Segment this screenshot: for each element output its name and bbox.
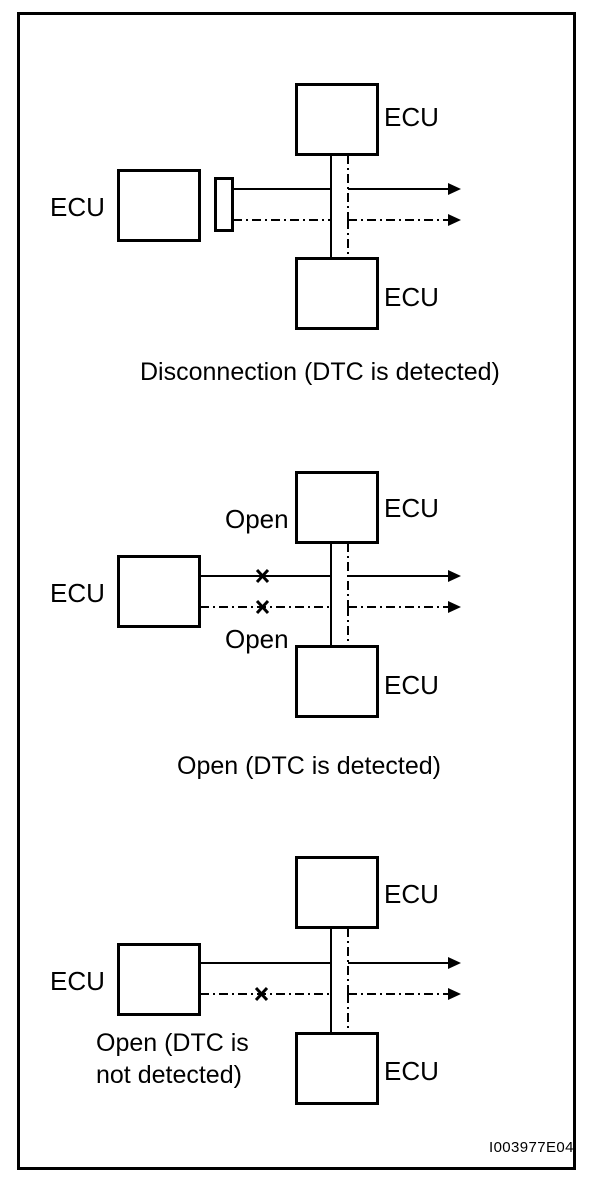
solid-bus-arrowhead xyxy=(448,183,461,195)
left-ecu-label: ECU xyxy=(50,966,105,996)
diagram-open-not-detected: ECU ECU ECU xyxy=(50,856,461,1105)
top-ecu-label: ECU xyxy=(384,879,439,909)
solid-bus-fault-x xyxy=(255,568,270,584)
left-ecu-box xyxy=(117,555,201,628)
left-ecu-label: ECU xyxy=(50,578,105,608)
solid-bus-arrowhead xyxy=(448,570,461,582)
left-ecu-box xyxy=(117,169,201,242)
bottom-ecu-box xyxy=(295,1032,379,1105)
reference-code: I003977E04 xyxy=(489,1139,574,1156)
top-ecu-label: ECU xyxy=(384,493,439,523)
open-label-upper: Open xyxy=(225,504,289,534)
bottom-ecu-label: ECU xyxy=(384,282,439,312)
left-ecu-label: ECU xyxy=(50,192,105,222)
dashed-bus-arrowhead xyxy=(448,988,461,1000)
bottom-ecu-box xyxy=(295,257,379,330)
open-label-lower: Open xyxy=(225,624,289,654)
dashed-bus-arrowhead xyxy=(448,214,461,226)
diagram-caption-line-2: not detected) xyxy=(96,1061,242,1089)
figure-frame xyxy=(17,12,576,1170)
dashed-bus-fault-x xyxy=(254,986,269,1002)
disconnected-connector xyxy=(214,177,234,232)
top-ecu-box xyxy=(295,856,379,929)
dashed-bus-fault-x xyxy=(255,599,270,615)
left-ecu-box xyxy=(117,943,201,1016)
diagram-caption-line-1: Open (DTC is xyxy=(96,1029,249,1057)
top-ecu-box xyxy=(295,83,379,156)
bottom-ecu-box xyxy=(295,645,379,718)
bottom-ecu-label: ECU xyxy=(384,670,439,700)
dashed-bus-arrowhead xyxy=(448,601,461,613)
diagram-caption: Disconnection (DTC is detected) xyxy=(140,358,500,386)
diagram-caption: Open (DTC is detected) xyxy=(177,752,441,780)
bottom-ecu-label: ECU xyxy=(384,1056,439,1086)
solid-bus-arrowhead xyxy=(448,957,461,969)
diagram-disconnection: ECU ECU ECU Disconnection ( xyxy=(50,83,500,386)
top-ecu-label: ECU xyxy=(384,102,439,132)
top-ecu-box xyxy=(295,471,379,544)
diagram-open-detected: ECU ECU ECU xyxy=(50,471,461,780)
